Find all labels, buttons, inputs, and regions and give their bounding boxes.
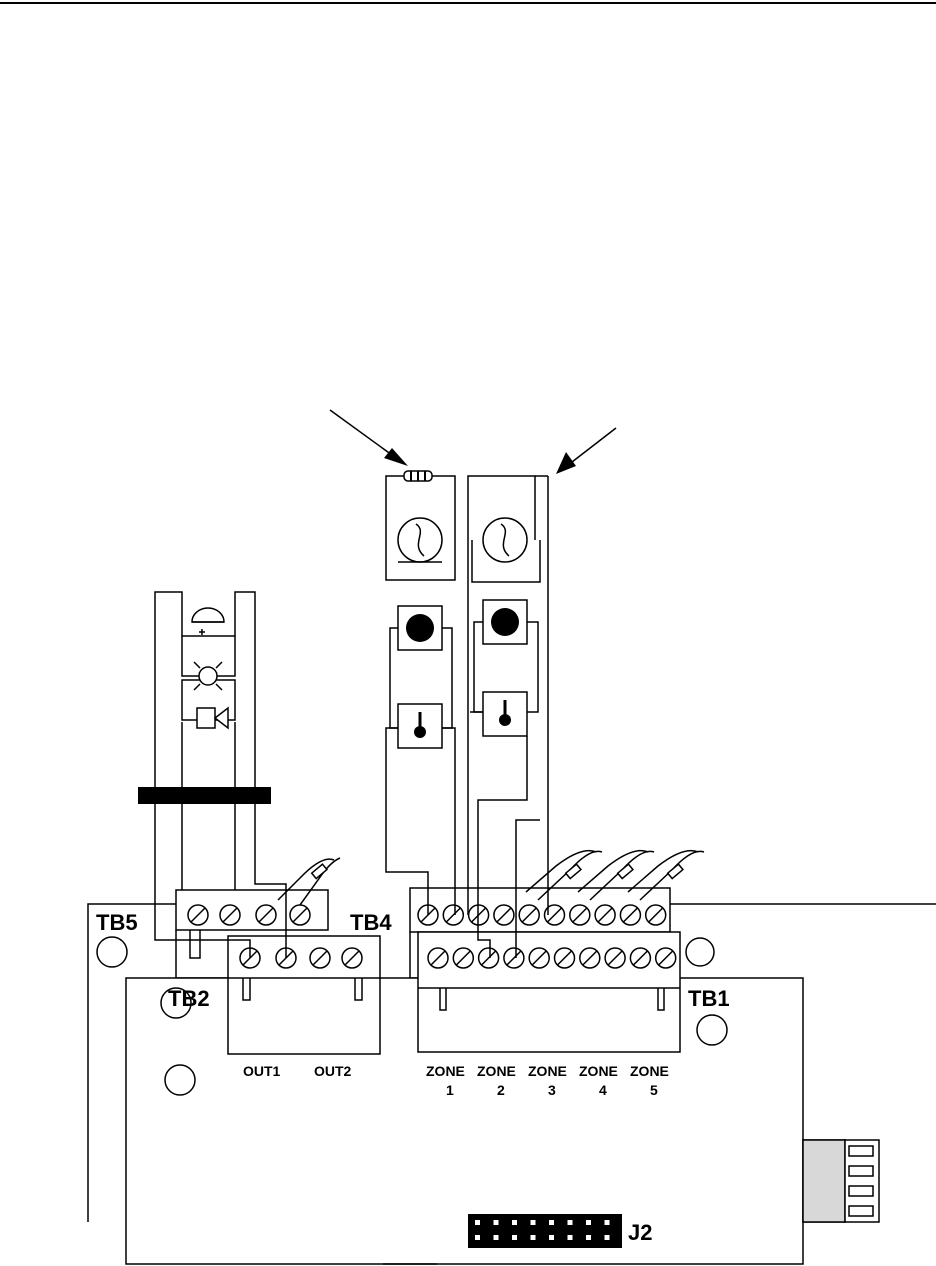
j2-header xyxy=(468,1214,622,1248)
screw-slot xyxy=(521,907,537,923)
strobe-icon xyxy=(193,661,223,691)
tb2-terminal-block xyxy=(227,935,381,1055)
header-pin xyxy=(475,1235,480,1240)
header-pin xyxy=(512,1235,517,1240)
header-pin xyxy=(604,1220,610,1225)
screw-slot xyxy=(632,950,648,966)
eol-resistors xyxy=(277,849,705,906)
output-label-2: OUT2 xyxy=(314,1063,352,1079)
screw-slot xyxy=(531,950,547,966)
screw-slot xyxy=(455,950,471,966)
screw-slot xyxy=(496,907,512,923)
header-pin xyxy=(586,1220,591,1225)
tb5-terminal-block xyxy=(175,889,329,979)
heat-detector-icon xyxy=(397,703,443,749)
screw-slot xyxy=(622,907,638,923)
screw-slot xyxy=(648,907,664,923)
smoke-detector-icon xyxy=(482,517,528,563)
zone-label-word: ZONE xyxy=(630,1063,669,1079)
screw-slot xyxy=(607,950,623,966)
screw-slot xyxy=(658,950,674,966)
zone-labels: ZONE 1 ZONE 2 ZONE 3 ZONE 4 ZONE 5 xyxy=(426,1063,669,1098)
screw-slot xyxy=(506,950,522,966)
tb1-label: TB1 xyxy=(688,986,730,1011)
zone-label-number: 4 xyxy=(599,1082,607,1098)
callout-arrow-resistor xyxy=(329,409,408,466)
tb4-label: TB4 xyxy=(350,910,392,935)
edge-connector xyxy=(802,1139,880,1223)
header-pin xyxy=(567,1235,573,1240)
screw-slot xyxy=(481,950,497,966)
j2-label: J2 xyxy=(628,1220,652,1245)
zone-circuit-class-b xyxy=(385,470,456,915)
header-pin xyxy=(493,1235,499,1240)
zone-label-number: 2 xyxy=(497,1082,505,1098)
pull-station-icon xyxy=(397,605,443,651)
header-pin xyxy=(549,1235,554,1240)
header-pin xyxy=(567,1220,573,1225)
zone-label-number: 3 xyxy=(548,1082,556,1098)
screw-slot xyxy=(445,907,461,923)
mounting-hole xyxy=(696,1014,728,1046)
mounting-hole xyxy=(96,936,128,968)
screw-slot xyxy=(597,907,613,923)
wire-bundle-tie xyxy=(138,787,271,804)
zone-label-number: 1 xyxy=(446,1082,454,1098)
tb1-terminal-block xyxy=(417,931,681,1053)
zone-circuit-class-a xyxy=(467,475,549,958)
zone-label-word: ZONE xyxy=(528,1063,567,1079)
horn-icon xyxy=(191,607,225,635)
smoke-detector-icon xyxy=(397,517,443,563)
resistor-icon xyxy=(403,470,433,482)
header-pin xyxy=(586,1235,591,1240)
notification-circuit xyxy=(138,591,287,958)
pull-station-icon xyxy=(482,599,528,645)
zone-label-word: ZONE xyxy=(477,1063,516,1079)
header-pin xyxy=(530,1220,536,1225)
tb2-label: TB2 xyxy=(168,986,210,1011)
mounting-hole xyxy=(164,1064,196,1096)
zone-label-word: ZONE xyxy=(426,1063,465,1079)
screw-slot xyxy=(556,950,573,966)
screw-slot xyxy=(582,950,598,966)
zone-label-number: 5 xyxy=(650,1082,658,1098)
callout-arrow-class-a xyxy=(556,427,617,474)
header-pin xyxy=(549,1220,554,1225)
header-pin xyxy=(530,1235,536,1240)
mounting-hole xyxy=(685,937,715,967)
header-pin xyxy=(604,1235,610,1240)
screw-slot xyxy=(546,907,563,923)
mounting-hole xyxy=(160,987,192,1019)
header-pin xyxy=(512,1220,517,1225)
tb4-terminal-block xyxy=(409,887,671,979)
header-pin xyxy=(493,1220,499,1225)
tb5-label: TB5 xyxy=(96,910,138,935)
header-pin xyxy=(475,1220,480,1225)
output-label-1: OUT1 xyxy=(243,1063,281,1079)
screw-slot xyxy=(430,950,446,966)
zone-label-word: ZONE xyxy=(579,1063,618,1079)
speaker-icon xyxy=(196,706,229,730)
heat-detector-icon xyxy=(482,691,528,737)
screw-slot xyxy=(572,907,588,923)
